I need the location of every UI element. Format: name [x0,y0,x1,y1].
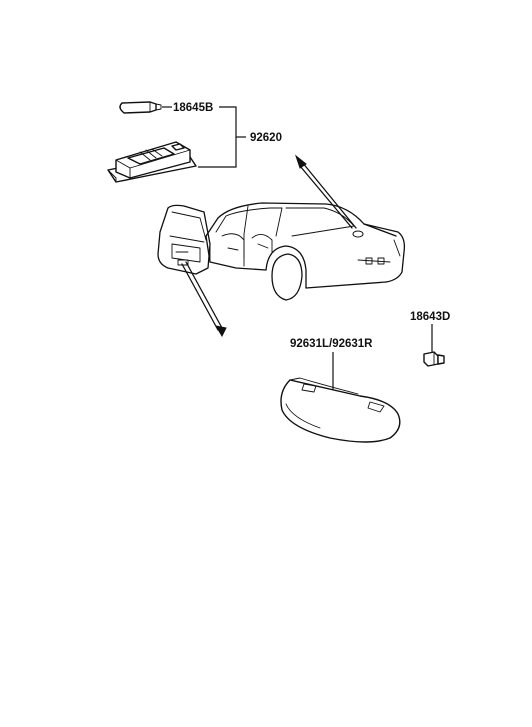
bracket-92620 [198,106,237,168]
room-lamp-92620[interactable] [107,141,197,183]
label-18645b: 18645B [173,102,213,114]
label-92631: 92631L/92631R [290,338,373,350]
label-92620: 92620 [250,132,282,144]
arrow-to-room-lamp [294,154,364,238]
car-outline [205,202,406,301]
door-lamp-lens-92631[interactable] [280,377,401,443]
label-18643d: 18643D [410,311,450,323]
bulb-18645b[interactable] [119,101,162,114]
open-door [157,204,211,275]
arrow-to-door-lamp [181,261,227,338]
bulb-18643d[interactable] [423,351,445,367]
